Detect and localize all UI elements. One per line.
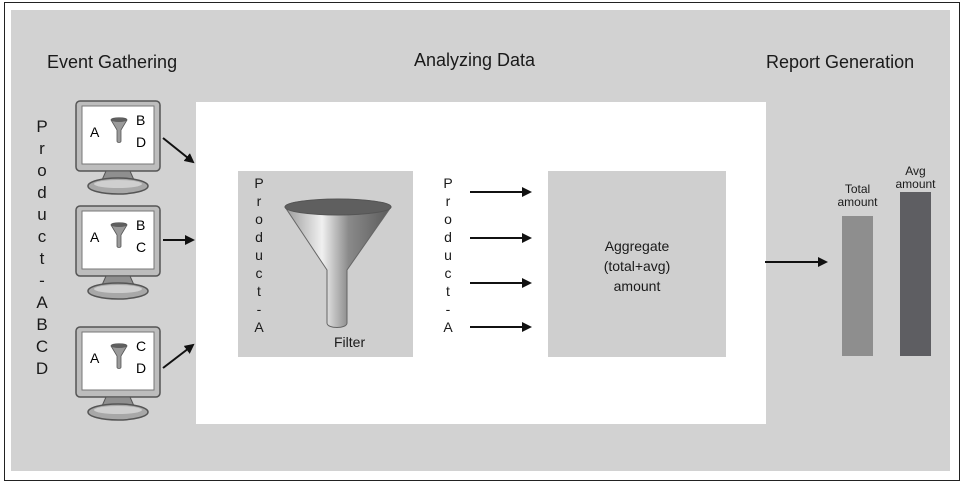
- vertical-letter: c: [37, 227, 47, 246]
- vertical-letter: c: [255, 265, 263, 281]
- arrow-monitor-1: [162, 137, 195, 164]
- stage-title-report-generation: Report Generation: [766, 52, 915, 72]
- total-amount-label: Total amount: [830, 183, 885, 209]
- total-label-line-1: Total: [844, 182, 871, 196]
- monitor-letter-right-bottom: C: [136, 239, 147, 255]
- funnel-icon: [110, 222, 128, 248]
- vertical-letter: t: [446, 283, 450, 299]
- vertical-letter: o: [255, 211, 263, 227]
- vertical-letter: r: [256, 193, 262, 209]
- avg-amount-label: Avg amount: [888, 165, 943, 191]
- vertical-letter: P: [36, 117, 48, 136]
- monitor-letter-right-top: B: [136, 112, 146, 128]
- vertical-letter: P: [254, 175, 264, 191]
- vertical-letter: o: [444, 211, 452, 227]
- vertical-letter: P: [443, 175, 453, 191]
- vertical-letter: u: [444, 247, 452, 263]
- avg-label-line-1: Avg: [905, 164, 926, 178]
- funnel-icon: [110, 117, 128, 143]
- stage-title-analyzing-data: Analyzing Data: [414, 50, 536, 70]
- filter-label: Filter: [334, 334, 366, 350]
- vertical-letter: -: [256, 301, 262, 317]
- monitor-letter-right-top: B: [136, 217, 146, 233]
- monitor-letter-right-bottom: D: [136, 360, 147, 376]
- stage-title-event-gathering: Event Gathering: [47, 52, 178, 72]
- arrow-monitor-3: [162, 343, 195, 369]
- monitor-letter-right-bottom: D: [136, 134, 147, 150]
- funnel-icon: [110, 343, 128, 369]
- vertical-letter: t: [39, 249, 45, 268]
- vertical-letter: -: [39, 271, 45, 290]
- aggregate-line-1: Aggregate: [604, 238, 670, 254]
- monitor-letter-left: A: [90, 229, 100, 245]
- vertical-letter: D: [35, 359, 49, 378]
- vertical-letter: r: [39, 139, 45, 158]
- total-label-line-2: amount: [837, 195, 878, 209]
- vertical-letter: B: [36, 315, 48, 334]
- vertical-letter: C: [35, 337, 49, 356]
- aggregate-line-2: (total+avg): [603, 258, 671, 274]
- vertical-letter: t: [257, 283, 261, 299]
- aggregate-line-3: amount: [613, 278, 661, 294]
- vertical-letter: u: [255, 247, 263, 263]
- vertical-letter: A: [254, 319, 264, 335]
- vertical-letter: -: [445, 301, 451, 317]
- monitor-letter-right-top: C: [136, 338, 147, 354]
- aggregate-text: Aggregate (total+avg) amount: [548, 236, 726, 296]
- vertical-letter: o: [37, 161, 47, 180]
- avg-amount-bar: [900, 192, 931, 356]
- monitor-letter-left: A: [90, 124, 100, 140]
- vertical-letter: A: [36, 293, 48, 312]
- vertical-letter: d: [37, 183, 47, 202]
- vertical-letter: A: [443, 319, 453, 335]
- avg-label-line-2: amount: [895, 177, 936, 191]
- vertical-letter: c: [444, 265, 452, 281]
- vertical-letter: d: [255, 229, 263, 245]
- monitor-letter-left: A: [90, 350, 100, 366]
- aggregate-box: [548, 171, 726, 357]
- large-funnel-icon: [284, 198, 392, 328]
- vertical-letter: u: [37, 205, 47, 224]
- vertical-letter: r: [445, 193, 451, 209]
- vertical-letter: d: [444, 229, 452, 245]
- total-amount-bar: [842, 216, 873, 356]
